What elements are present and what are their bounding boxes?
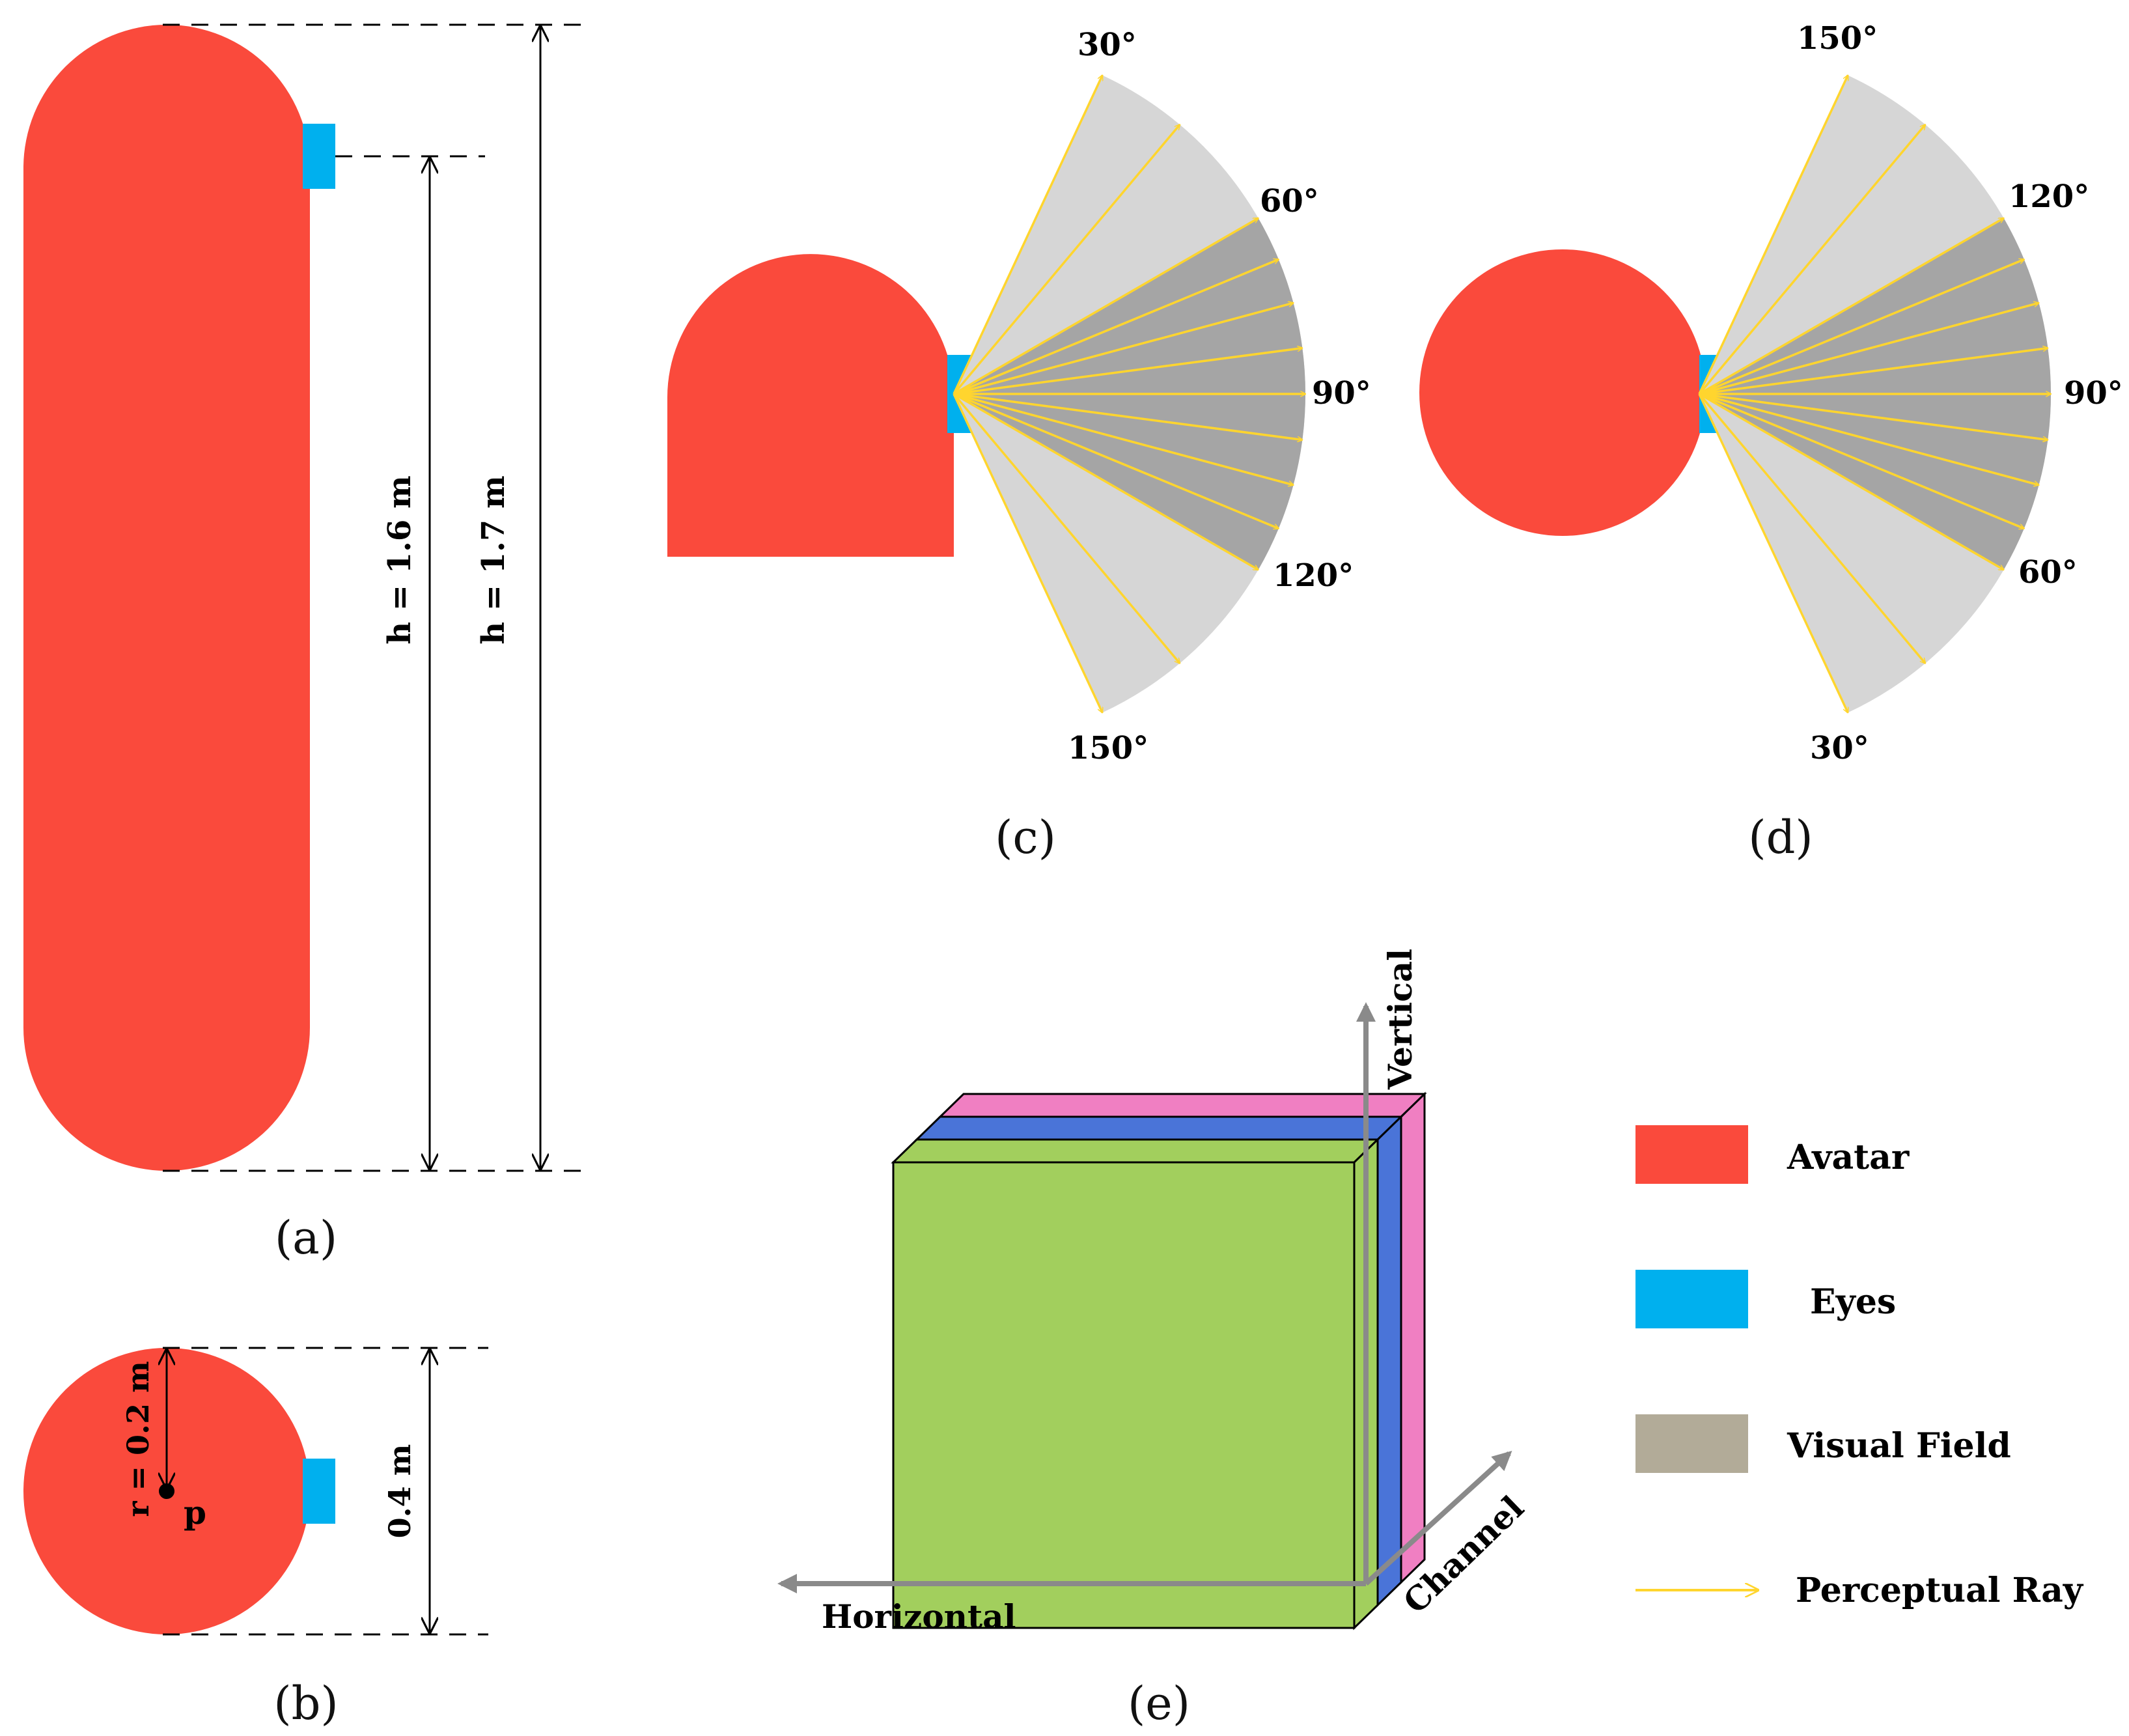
caption-e: (e) xyxy=(1128,1677,1190,1730)
angle-label: 90° xyxy=(1312,375,1371,412)
caption-c: (c) xyxy=(995,811,1056,864)
perceptual-ray xyxy=(953,393,1302,440)
perceptual-ray xyxy=(953,217,1259,395)
legend-visual-field-label: Visual Field xyxy=(1787,1426,2011,1466)
legend-visual-field-swatch xyxy=(1635,1414,1748,1473)
caption-a: (a) xyxy=(275,1211,337,1265)
angle-label: 60° xyxy=(1260,183,1319,219)
legend-avatar-swatch xyxy=(1635,1125,1748,1184)
legend-eyes-swatch xyxy=(1635,1270,1748,1328)
channel-axis xyxy=(1364,1450,1512,1586)
perceptual-ray xyxy=(1698,76,1849,395)
angle-label: 120° xyxy=(1273,557,1354,594)
perceptual-ray xyxy=(953,393,1294,485)
avatar-body-d xyxy=(1419,249,1706,536)
angle-label: 30° xyxy=(1810,730,1869,766)
dim-total-label: h = 1.7 m xyxy=(475,475,512,645)
perceptual-ray xyxy=(953,76,1104,395)
perceptual-ray xyxy=(1699,348,2048,395)
perceptual-ray xyxy=(1698,393,1849,712)
center-label: p xyxy=(184,1493,206,1532)
panel-e: Vertical Horizontal Channel (e) xyxy=(777,949,1531,1730)
angle-label: 150° xyxy=(1797,20,1878,57)
perceptual-ray xyxy=(953,348,1302,395)
avatar-body-c xyxy=(667,254,954,557)
angle-label: 90° xyxy=(2064,375,2123,412)
panel-d: 150° 120° 90° 60° 30° (d) xyxy=(1419,20,2123,864)
eye-side xyxy=(303,124,335,189)
layer-pink-side xyxy=(1400,1091,1426,1585)
layer-green-top xyxy=(891,1138,1380,1164)
diameter-label: 0.4 m xyxy=(382,1444,417,1539)
layer-blue-top xyxy=(914,1115,1404,1141)
perceptual-ray xyxy=(1699,259,2024,395)
rays-c xyxy=(953,76,1305,713)
perceptual-ray xyxy=(1698,393,1925,664)
legend-avatar-label: Avatar xyxy=(1787,1138,1910,1177)
perceptual-ray xyxy=(953,393,1104,712)
dim-eye-label: h = 1.6 m xyxy=(382,475,418,645)
perceptual-ray xyxy=(953,393,1259,571)
caption-d: (d) xyxy=(1748,811,1813,864)
rays-d xyxy=(1698,76,2051,713)
avatar-body-side xyxy=(23,25,310,1171)
perceptual-ray xyxy=(953,393,1180,664)
perceptual-ray xyxy=(1699,393,2048,440)
layer-blue-side xyxy=(1376,1114,1402,1608)
axis-horizontal-label: Horizontal xyxy=(822,1597,1016,1636)
angle-label: 30° xyxy=(1078,27,1137,63)
angle-label: 120° xyxy=(2009,178,2089,215)
perceptual-ray xyxy=(1698,124,1925,395)
perceptual-ray xyxy=(953,124,1180,395)
perceptual-ray xyxy=(953,393,1279,529)
eye-top xyxy=(303,1459,335,1524)
layer-pink-top xyxy=(938,1093,1427,1118)
radius-label: r = 0.2 m xyxy=(120,1361,156,1517)
angle-label: 60° xyxy=(2018,554,2078,591)
perceptual-ray xyxy=(1699,217,2004,395)
caption-b: (b) xyxy=(273,1677,338,1730)
perceptual-ray xyxy=(953,303,1294,395)
perceptual-ray xyxy=(1699,393,2024,529)
legend-ray-label: Perceptual Ray xyxy=(1796,1571,2084,1610)
legend-eyes-label: Eyes xyxy=(1810,1282,1896,1322)
center-point xyxy=(159,1483,174,1499)
perceptual-ray xyxy=(1699,393,2039,485)
perceptual-ray xyxy=(953,259,1279,395)
perceptual-ray xyxy=(1699,303,2039,395)
panel-b: p r = 0.2 m 0.4 m (b) xyxy=(23,1347,488,1730)
legend: Avatar Eyes Visual Field Perceptual Ray xyxy=(1635,1125,2084,1610)
layer-green-front xyxy=(892,1161,1356,1629)
perceptual-ray xyxy=(1699,393,2004,571)
angle-label: 150° xyxy=(1068,730,1148,766)
axis-vertical-label: Vertical xyxy=(1381,949,1419,1090)
panel-a: h = 1.6 m h = 1.7 m (a) xyxy=(23,23,586,1265)
panel-c: 30° 60° 90° 120° 150° (c) xyxy=(667,27,1371,864)
